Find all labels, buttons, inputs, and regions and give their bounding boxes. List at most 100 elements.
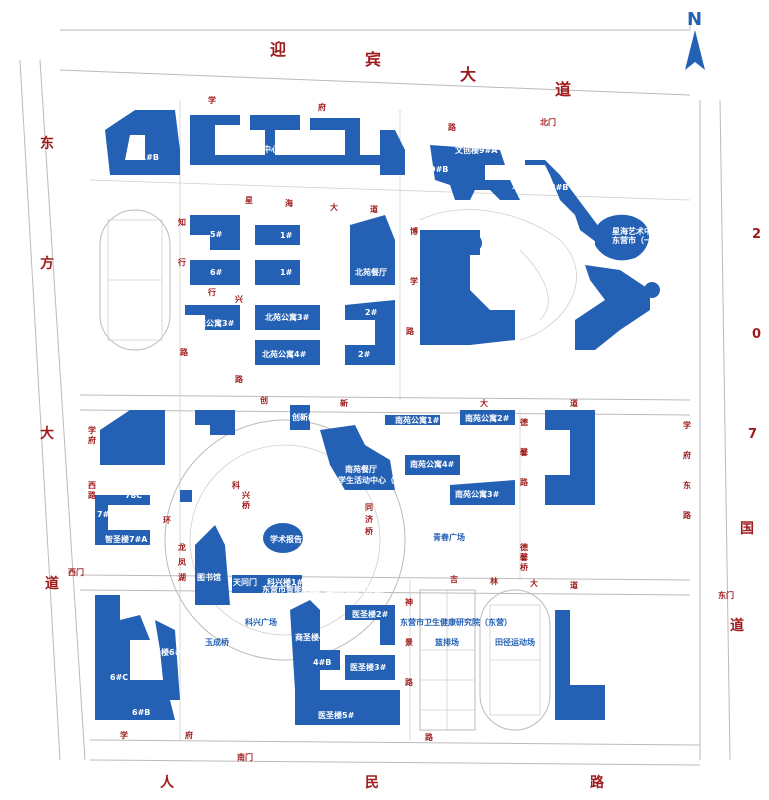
building-kexing-1 (232, 575, 302, 593)
building-xinghai-art (595, 214, 650, 261)
road-jilin-4: 道 (570, 580, 578, 590)
label-beiyuan-canting: 北苑餐厅 (355, 267, 387, 277)
label-shangsheng4A: 商圣楼4#A (295, 632, 338, 642)
road-longfeng-1: 龙 (177, 542, 186, 552)
road-xinghai-4: 道 (370, 204, 378, 214)
label-yucheng: 玉成桥 (205, 637, 230, 647)
road-dongfang-1: 东 (40, 135, 54, 152)
label-wenchuang9A: 文创楼9#A (455, 145, 498, 155)
road-chuangxin-4: 道 (570, 398, 578, 408)
road-xuefu-west-4: 路 (88, 490, 97, 500)
road-dongfang-3: 大 (40, 425, 54, 442)
label-library: 图书馆 (197, 572, 221, 582)
road-xingxing-1: 行 (207, 287, 216, 297)
road-renmin-2: 民 (365, 775, 379, 791)
road-deyi-1: 德 (520, 417, 528, 427)
road-deyi-2: 馨 (519, 447, 529, 457)
road-207-1: 2 (752, 227, 761, 242)
road-renmin-1: 人 (160, 774, 175, 791)
label-kesheng6C: 6#C (110, 673, 128, 682)
road-xingxing-3: 路 (235, 374, 244, 384)
road-xinghai-2: 海 (285, 198, 293, 208)
building-kesheng-6 (95, 595, 175, 720)
compass-arrow-icon (685, 30, 705, 70)
label-beiyuan1: 1# (280, 268, 293, 277)
road-xuefu-south-3: 路 (425, 732, 434, 742)
building-zhisheng-7 (95, 495, 150, 545)
building-yisheng-2 (345, 605, 395, 645)
label-nanyuan4: 南苑公寓4# (410, 459, 455, 469)
building-beiyuan-1a (255, 225, 300, 245)
label-kesheng6B: 6#B (132, 708, 150, 717)
building-beiyuan-3 (185, 305, 240, 330)
label-zhisheng78C: 78C (125, 491, 142, 500)
road-shenjing-1: 神 (405, 597, 413, 607)
road-xuefu-top-3: 路 (448, 122, 457, 132)
gate-north: 北门 (540, 117, 556, 127)
road-dongfang-4: 道 (45, 575, 59, 592)
road-dongfang-2: 方 (40, 255, 54, 272)
road-kexing-1: 科 (232, 480, 240, 490)
road-207-3: 7 (748, 427, 757, 442)
road-xuefu-east-4: 路 (683, 510, 692, 520)
gate-west: 西门 (68, 567, 84, 577)
road-xuefu-east-3: 东 (683, 480, 691, 490)
label-nanyuan-canting: 南苑餐厅 (345, 464, 377, 474)
road-xuefu-east-1: 学 (683, 420, 691, 430)
building-chuangxin-b (290, 405, 310, 430)
building-shangsheng-4 (290, 600, 320, 690)
building-nanyuan-canting (320, 425, 395, 490)
road-zhixing-2: 行 (177, 257, 186, 267)
road-xuefu-top-1: 学 (208, 95, 216, 105)
building-yisheng-5 (295, 690, 400, 725)
label-beiyuan1-top: 1# (280, 231, 293, 240)
north-compass: N (685, 9, 705, 70)
label-qingchun: 青春广场 (433, 532, 465, 542)
label-beiyuan3b: 北苑公寓3# (265, 312, 310, 322)
building-west-block (100, 410, 165, 465)
building-nanyuan-1 (385, 415, 440, 425)
label-kexing1-sub: 东营市智能制造产业研究院（东营） (262, 584, 390, 594)
road-bowen-1: 博 (410, 226, 418, 236)
label-xinghai-art: 星海艺术中心 (612, 226, 660, 236)
road-xuefu-south-1: 学 (120, 730, 128, 740)
label-nanyuan1: 南苑公寓1# (395, 415, 440, 425)
building-labels: 科创楼11#A 11#B 产教融合实践中心10# 文创楼9#A 9#B 天和门 … (97, 99, 668, 720)
building-library (195, 525, 230, 605)
gate-south: 南门 (237, 752, 253, 762)
building-beiyuan-4a (255, 305, 320, 330)
building-chuangxin (195, 410, 235, 435)
label-zhisheng7B: 7#B (97, 510, 115, 519)
label-nanyuan-canting-sub: 学生活动中心（待建） (338, 475, 418, 485)
label-chanjiao10: 产教融合实践中心10# (215, 144, 297, 154)
road-zhixing-3: 路 (180, 347, 189, 357)
road-xuefu-top-2: 府 (318, 102, 326, 112)
road-xinghai-1: 星 (245, 195, 253, 205)
road-207-2: 0 (752, 327, 761, 342)
building-kesheng-6a (155, 620, 180, 700)
building-nanyuan-3 (450, 480, 515, 505)
road-tongji-3: 桥 (365, 526, 374, 536)
road-longfeng-2: 凤 (178, 558, 186, 567)
label-yisheng5: 医圣楼5# (318, 710, 355, 720)
label-beiyuan5: 5# (210, 230, 223, 239)
compass-label: N (687, 9, 702, 30)
building-zhisheng-7c (180, 490, 192, 502)
gate-east: 东门 (718, 590, 734, 600)
building-ne-teaching-a (420, 230, 515, 345)
road-207-5: 道 (730, 617, 744, 634)
road-labels: 迎 宾 大 道 东 方 大 道 人 民 路 2 0 7 国 道 学 府 路 星 … (40, 40, 761, 791)
road-lingyun-1: 德 (520, 542, 528, 552)
road-bowen-2: 学 (410, 276, 418, 286)
label-beiyuan6: 6# (210, 268, 223, 277)
road-xuefu-south-2: 府 (185, 730, 193, 740)
label-zhisheng7A: 智圣楼7#A (105, 534, 148, 544)
building-kechuang-11 (105, 110, 180, 175)
label-yisheng2: 医圣楼2# (352, 609, 389, 619)
road-jilin-1: 吉 (450, 574, 458, 584)
label-beiyuan2-top: 2# (365, 308, 378, 317)
label-tianjing: 田径运动场 (495, 637, 535, 647)
building-ne-circle-b (644, 282, 660, 298)
